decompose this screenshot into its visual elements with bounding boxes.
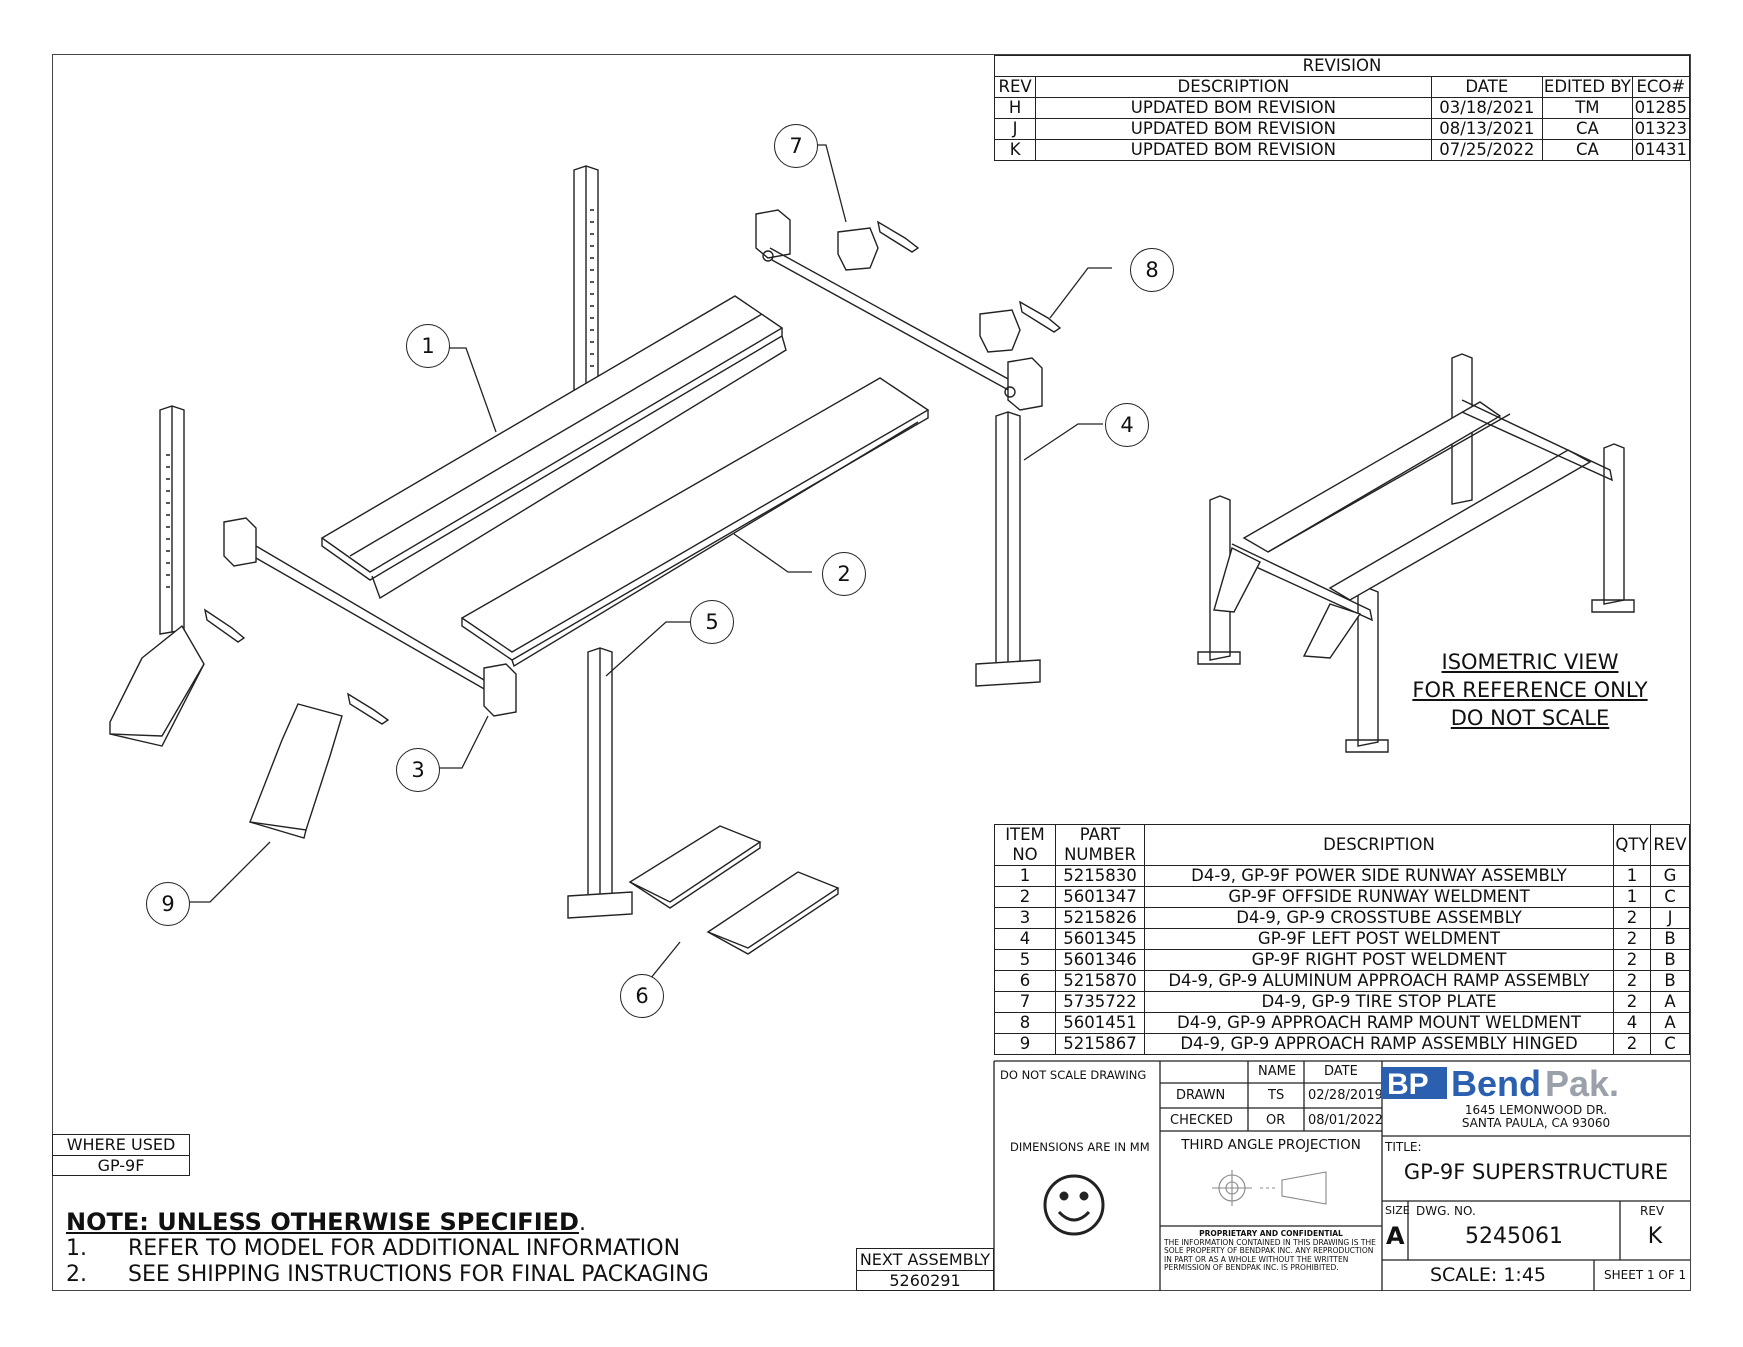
tire-stop-plates xyxy=(837,227,1021,353)
drawing-revision: K xyxy=(1647,1224,1663,1249)
isometric-view-note: ISOMETRIC VIEW FOR REFERENCE ONLY DO NOT… xyxy=(1412,650,1648,730)
bill-of-materials-table: ITEM NO PART NUMBER DESCRIPTION QTY REV … xyxy=(994,824,1690,1055)
ramp-mount-weldments xyxy=(203,220,1062,725)
revision-row: K UPDATED BOM REVISION 07/25/2022 CA 014… xyxy=(993,139,1691,161)
rev-label: REV xyxy=(1640,1204,1665,1218)
smiley-icon xyxy=(1043,1174,1105,1236)
svg-text:Pak.: Pak. xyxy=(1545,1065,1619,1101)
where-used-box: WHERE USED GP-9F xyxy=(52,1134,190,1176)
title-label: TITLE: xyxy=(1385,1140,1422,1154)
callout-9: 9 xyxy=(146,882,190,926)
post-right-front xyxy=(567,647,633,919)
drawing-title: GP-9F SUPERSTRUCTURE xyxy=(1403,1160,1669,1184)
size-label: SIZE xyxy=(1385,1204,1410,1217)
callout-2: 2 xyxy=(822,552,866,596)
projection-label: THIRD ANGLE PROJECTION xyxy=(1181,1137,1361,1153)
offside-runway xyxy=(460,377,930,668)
post-back-left xyxy=(573,165,599,393)
revision-title: REVISION xyxy=(994,55,1690,77)
next-assembly-box: NEXT ASSEMBLY 5260291 xyxy=(856,1248,994,1291)
callout-8: 8 xyxy=(1130,248,1174,292)
third-angle-projection-symbol xyxy=(1212,1170,1327,1206)
callout-3: 3 xyxy=(396,748,440,792)
drawn-date: 02/28/2019 xyxy=(1308,1088,1383,1103)
checked-name: OR xyxy=(1266,1113,1286,1128)
sheet-size: A xyxy=(1386,1222,1405,1250)
title-block-lines xyxy=(993,1060,1690,1291)
callout-6: 6 xyxy=(620,974,664,1018)
revision-header-row: REV DESCRIPTION DATE EDITED BY ECO# xyxy=(993,76,1691,98)
callout-5: 5 xyxy=(690,600,734,644)
callout-1: 1 xyxy=(406,324,450,368)
power-side-runway xyxy=(320,295,787,600)
isometric-reference-view xyxy=(1197,353,1635,753)
callout-7: 7 xyxy=(774,124,818,168)
drawn-name: TS xyxy=(1268,1088,1285,1103)
dwg-no-label: DWG. NO. xyxy=(1416,1204,1476,1218)
dimensions-note: DIMENSIONS ARE IN MM xyxy=(1010,1140,1150,1154)
drawing-number: 5245061 xyxy=(1465,1224,1563,1249)
svg-text:BP: BP xyxy=(1387,1068,1429,1101)
callout-4: 4 xyxy=(1105,403,1149,447)
bom-header-row: ITEM NO PART NUMBER DESCRIPTION QTY REV xyxy=(994,824,1690,866)
company-address: 1645 LEMONWOOD DR. SANTA PAULA, CA 93060 xyxy=(1461,1103,1611,1130)
revision-row: H UPDATED BOM REVISION 03/18/2021 TM 012… xyxy=(993,97,1691,119)
crosstube-front xyxy=(223,517,517,717)
drawing-scale: SCALE: 1:45 xyxy=(1429,1264,1547,1286)
revision-table: REVISION REV DESCRIPTION DATE EDITED BY … xyxy=(993,55,1691,161)
sheet-number: SHEET 1 OF 1 xyxy=(1604,1268,1687,1282)
general-notes: NOTE: UNLESS OTHERWISE SPECIFIED. 1.REFE… xyxy=(66,1208,709,1287)
drawn-label: DRAWN xyxy=(1176,1088,1226,1103)
crosstube-back xyxy=(755,209,1043,411)
approach-ramps xyxy=(628,825,840,955)
loose-hinged-ramp xyxy=(249,703,343,839)
bendpak-logo: BP Bend Pak. xyxy=(1381,1065,1619,1101)
checked-label: CHECKED xyxy=(1170,1113,1233,1128)
do-not-scale-label: DO NOT SCALE DRAWING xyxy=(1000,1068,1147,1082)
name-header: NAME xyxy=(1258,1064,1297,1079)
svg-text:Bend: Bend xyxy=(1451,1065,1541,1101)
post-right-back xyxy=(975,411,1041,687)
checked-date: 08/01/2022 xyxy=(1308,1113,1383,1128)
proprietary-notice: PROPRIETARY AND CONFIDENTIAL THE INFORMA… xyxy=(1164,1229,1376,1272)
date-header: DATE xyxy=(1324,1064,1358,1079)
post-front-left xyxy=(109,405,205,747)
revision-row: J UPDATED BOM REVISION 08/13/2021 CA 013… xyxy=(993,118,1691,140)
